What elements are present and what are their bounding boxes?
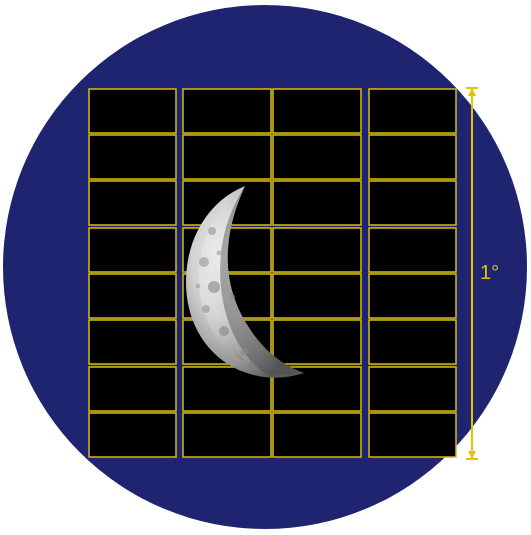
camera-frame: [182, 88, 272, 134]
camera-frame: [272, 412, 362, 458]
camera-frame: [88, 134, 177, 180]
camera-frame: [88, 227, 177, 273]
camera-frame: [368, 366, 457, 412]
camera-frame: [88, 412, 177, 458]
camera-frame: [272, 180, 362, 226]
scale-label: 1°: [480, 262, 499, 284]
scale-arrow-bottom: [468, 451, 476, 459]
crescent-moon-illustration: [186, 186, 304, 378]
camera-frame: [368, 134, 457, 180]
camera-frame: [88, 319, 177, 365]
camera-frame: [272, 273, 362, 319]
camera-frame: [368, 412, 457, 458]
angular-scale-marker: 1°: [466, 87, 499, 460]
camera-frame: [88, 366, 177, 412]
camera-frame: [272, 227, 362, 273]
camera-frame: [368, 88, 457, 134]
camera-frame: [272, 134, 362, 180]
camera-frame: [88, 88, 177, 134]
camera-frame: [368, 227, 457, 273]
camera-frame: [272, 319, 362, 365]
camera-frame: [182, 412, 272, 458]
camera-frame: [272, 88, 362, 134]
scale-arrow-top: [468, 88, 476, 96]
crescent-moon-highlight: [198, 195, 245, 362]
camera-frame: [88, 273, 177, 319]
camera-frame: [368, 180, 457, 226]
crescent-moon-terminator: [220, 186, 304, 376]
lunar-crater-cluster: [195, 227, 255, 367]
camera-frame: [182, 134, 272, 180]
camera-frame: [88, 180, 177, 226]
camera-frame: [368, 319, 457, 365]
camera-frame-grid: [88, 88, 457, 458]
camera-frame: [368, 273, 457, 319]
